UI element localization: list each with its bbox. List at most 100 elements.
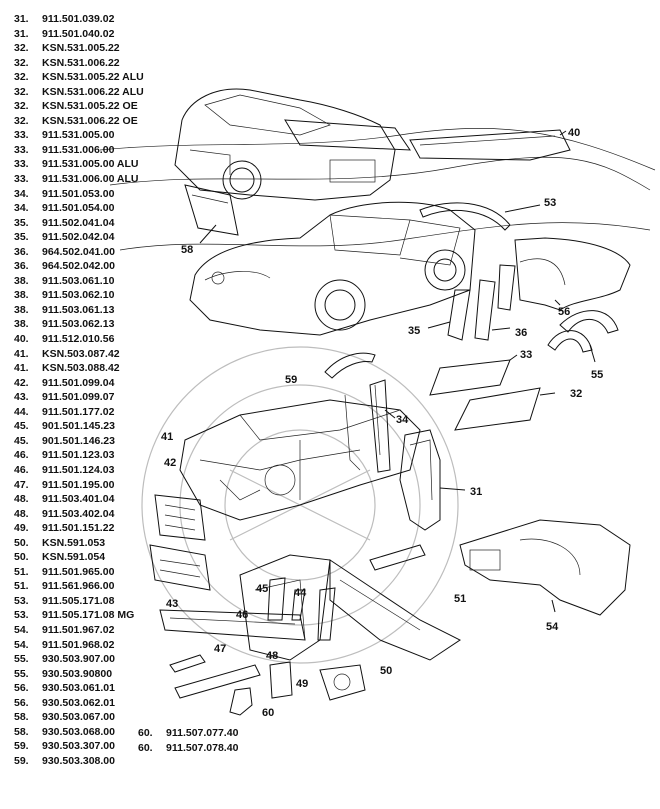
part-number: 911.501.177.02 <box>42 405 115 418</box>
parts-list-row: 48.911.503.402.04 <box>14 507 144 522</box>
part-number: 911.531.006.00 <box>42 143 115 156</box>
parts-list-row: 50. KSN.591.053 <box>14 536 144 551</box>
parts-list-row: 50.KSN.591.054 <box>14 550 144 565</box>
parts-list-row: 41.KSN.503.087.42 <box>14 347 144 362</box>
item-number: 49. <box>14 522 29 535</box>
item-number: 34. <box>14 187 29 200</box>
part-number: 930.503.067.00 <box>42 711 115 724</box>
parts-list-row: 35.911.502.041.04 <box>14 216 144 231</box>
part-number: KSN.591.053 <box>42 536 106 549</box>
callout-44: 44 <box>294 587 307 599</box>
parts-list-row: 33.911.531.006.00 <box>14 143 144 158</box>
part-40-glass <box>409 129 571 161</box>
part-number: KSN.531.005.22 OE <box>42 100 138 113</box>
parts-list-row: 38.911.503.061.13 <box>14 303 144 318</box>
item-number: 51. <box>14 580 29 593</box>
part-number: 901.501.146.23 <box>42 434 115 447</box>
parts-list-row: 36.964.502.041.00 <box>14 245 144 260</box>
part-number: KSN.531.006.22 <box>42 56 120 69</box>
part-54-side-member <box>459 519 631 616</box>
part-number: 911.501.968.02 <box>42 638 115 651</box>
item-number: 45. <box>14 420 29 433</box>
part-number: 911.501.967.02 <box>42 623 115 636</box>
part-number: KSN.503.088.42 <box>42 362 120 375</box>
item-number: 36. <box>14 245 29 258</box>
callout-35: 35 <box>408 325 420 337</box>
parts-list-row: 46.911.501.123.03 <box>14 448 144 463</box>
part-number: 911.501.965.00 <box>42 565 115 578</box>
item-number: 33. <box>14 158 29 171</box>
part-number: 911.502.042.04 <box>42 231 115 244</box>
item-number: 32. <box>14 100 29 113</box>
callout-59: 59 <box>285 374 297 386</box>
item-number: 32. <box>14 71 29 84</box>
item-number: 51. <box>14 565 29 578</box>
parts-list-row: 47.911.501.195.00 <box>14 478 144 493</box>
parts-list-row: 58.930.503.067.00 <box>14 710 144 725</box>
item-number: 59. <box>14 740 29 753</box>
item-number: 47. <box>14 478 29 491</box>
part-number: 911.501.124.03 <box>42 463 115 476</box>
item-number: 32. <box>14 42 29 55</box>
part-number: 911.505.171.08 <box>42 594 115 607</box>
item-number: 32. <box>14 56 29 69</box>
part-number: 911.503.401.04 <box>42 493 115 506</box>
part-42-panel <box>154 494 206 541</box>
parts-list-row: 45. 901.501.145.23 <box>14 419 144 434</box>
callout-33: 33 <box>520 349 532 361</box>
parts-list-row: 35.911.502.042.04 <box>14 230 144 245</box>
callout-60: 60 <box>262 707 274 719</box>
callout-42: 42 <box>164 457 176 469</box>
part-31-side-panel <box>399 429 466 531</box>
item-number: 59. <box>14 754 29 767</box>
part-number: 911.501.040.02 <box>42 27 115 40</box>
parts-list-row: 40.911.512.010.56 <box>14 332 144 347</box>
callout-43: 43 <box>166 598 178 610</box>
item-number: 53. <box>14 609 29 622</box>
parts-list-row: 32.KSN.531.005.22 <box>14 41 144 56</box>
part-34-pillar <box>369 379 396 473</box>
item-number: 54. <box>14 638 29 651</box>
parts-list-row: 59.930.503.308.00 <box>14 754 144 769</box>
parts-list-row: 34.911.501.054.00 <box>14 201 144 216</box>
parts-list-row: 56.930.503.062.01 <box>14 696 144 711</box>
callout-41: 41 <box>161 431 173 443</box>
parts-list-row: 51. 911.561.966.00 <box>14 579 144 594</box>
parts-list-row: 32.KSN.531.005.22 ALU <box>14 70 144 85</box>
parts-list-row: 38.911.503.062.13 <box>14 317 144 332</box>
item-number: 36. <box>14 260 29 273</box>
item-number: 55. <box>14 667 29 680</box>
part-43-panel <box>149 544 211 591</box>
callout-49: 49 <box>296 678 308 690</box>
part-number: 911.507.077.40 <box>166 727 239 739</box>
item-number: 44. <box>14 405 29 418</box>
parts-list-row: 42.911.501.099.04 <box>14 376 144 391</box>
item-number: 38. <box>14 274 29 287</box>
parts-list-row: 49.911.501.151.22 <box>14 521 144 536</box>
item-number: 50. <box>14 536 29 549</box>
callout-40: 40 <box>568 127 580 139</box>
item-number: 32. <box>14 85 29 98</box>
part-number: 911.505.171.08 MG <box>42 609 135 622</box>
part-number: 901.501.145.23 <box>42 420 115 433</box>
callout-56: 56 <box>558 306 570 318</box>
floor-pan <box>159 544 461 661</box>
part-number: 930.503.307.00 <box>42 740 115 753</box>
part-number: 911.503.062.13 <box>42 318 115 331</box>
part-53-strip <box>419 202 541 231</box>
parts-list-row: 43.911.501.099.07 <box>14 390 144 405</box>
item-number: 40. <box>14 333 29 346</box>
item-number: 60. <box>138 741 153 754</box>
parts-list-row: 45.901.501.146.23 <box>14 434 144 449</box>
part-number: 911.531.005.00 <box>42 129 115 142</box>
parts-list-row: 33.911.531.005.00 <box>14 128 144 143</box>
part-33-glass <box>429 354 518 396</box>
part-55-arch <box>547 310 619 363</box>
parts-list-row: 55.930.503.907.00 <box>14 652 144 667</box>
callout-50: 50 <box>380 665 392 677</box>
item-number: 41. <box>14 362 29 375</box>
part-number: 911.501.099.07 <box>42 391 115 404</box>
item-number: 46. <box>14 449 29 462</box>
part-number: 911.561.966.00 <box>42 580 115 593</box>
